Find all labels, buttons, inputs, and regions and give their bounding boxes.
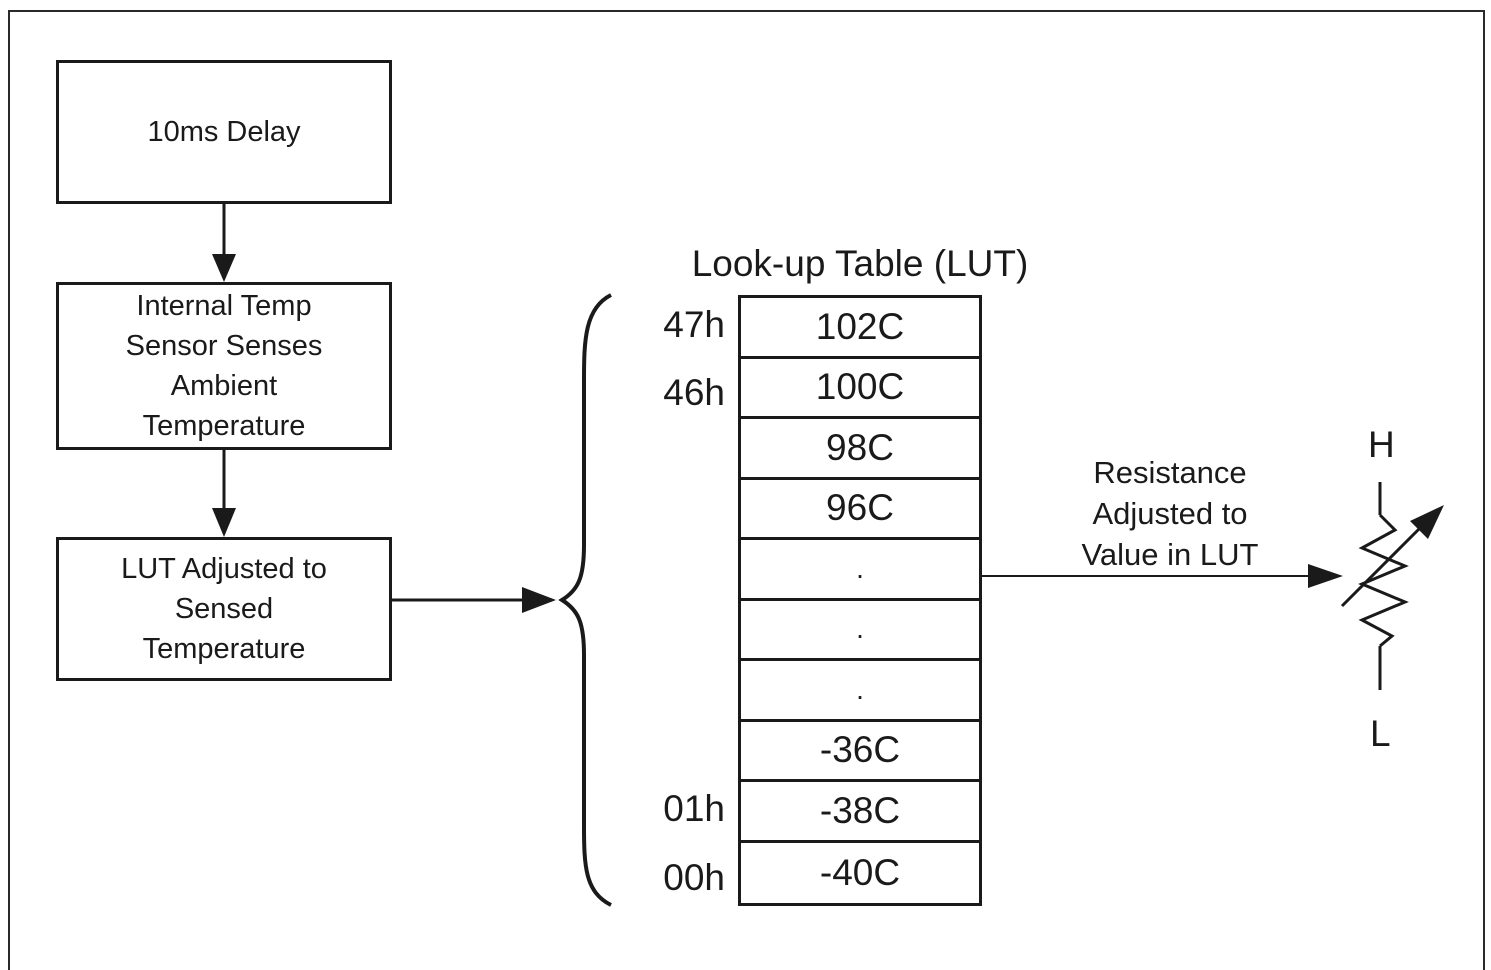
lut-title: Look-up Table (LUT) xyxy=(691,243,1029,284)
sensor-box: Internal Temp Sensor Senses Ambient Temp… xyxy=(56,282,392,450)
lut-cell: 98C xyxy=(741,419,979,480)
lut-cell: -36C xyxy=(741,722,979,782)
lut-cell: -40C xyxy=(819,851,901,893)
lut-cell: 100C xyxy=(741,359,979,419)
sensor-label-line: Sensor Senses xyxy=(125,330,323,362)
arrow-table-to-resistor xyxy=(982,564,1343,588)
lut-adjust-box: LUT Adjusted to Sensed Temperature xyxy=(56,537,392,681)
sensor-label-line: Internal Temp xyxy=(136,290,312,322)
lut-table: 102C 100C 98C 96C . . . -36C -38C -40C xyxy=(738,295,982,906)
resistance-label: Resistance Adjusted to Value in LUT xyxy=(1050,452,1290,575)
lut-address-label: 46h xyxy=(663,372,725,413)
arrow-delay-to-sensor xyxy=(212,204,236,282)
lut-brace xyxy=(558,293,612,907)
arrow-lut-adjust-to-table xyxy=(392,587,556,613)
lut-cell-ellipsis: . xyxy=(741,540,979,601)
sensor-label-line: Ambient xyxy=(170,370,278,402)
resistance-label-line: Resistance xyxy=(1093,455,1247,490)
lut-address-label: 47h xyxy=(663,304,725,345)
low-terminal-label: L xyxy=(1370,713,1391,754)
sensor-label-line: Temperature xyxy=(142,410,306,442)
delay-label: 10ms Delay xyxy=(147,116,301,148)
lut-adjust-label-line: Sensed xyxy=(174,593,274,625)
lut-address-label: 00h xyxy=(663,857,725,898)
lut-adjust-label-line: Temperature xyxy=(142,633,306,665)
high-terminal-label: H xyxy=(1368,424,1395,465)
delay-box: 10ms Delay xyxy=(56,60,392,204)
arrow-sensor-to-lut-adjust xyxy=(212,450,236,537)
lut-cell: 102C xyxy=(741,298,979,359)
lut-cell: -38C xyxy=(741,782,979,843)
diagram-frame xyxy=(8,10,1485,970)
lut-cell-ellipsis: . xyxy=(741,601,979,661)
resistance-label-line: Adjusted to xyxy=(1092,496,1248,531)
variable-resistor-icon xyxy=(1340,482,1444,690)
lut-cell-ellipsis: . xyxy=(741,661,979,722)
lut-address-label: 01h xyxy=(663,788,725,829)
lut-adjust-label-line: LUT Adjusted to xyxy=(121,553,327,585)
lut-cell: 96C xyxy=(741,480,979,540)
resistance-label-line: Value in LUT xyxy=(1081,537,1259,572)
